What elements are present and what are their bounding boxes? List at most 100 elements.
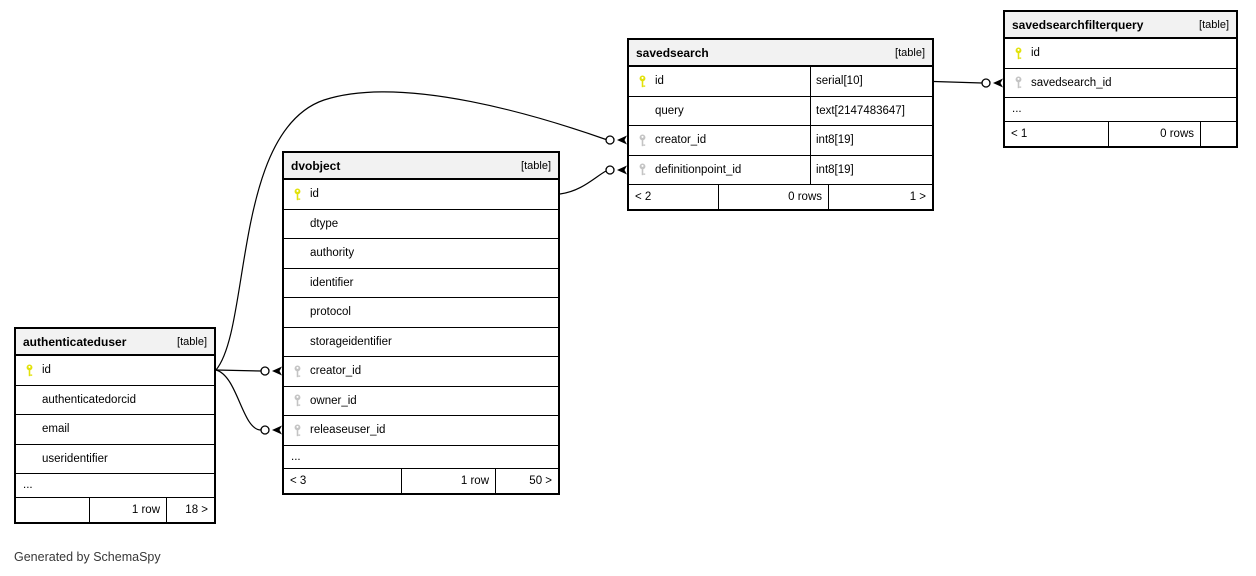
foreign-key-icon: [284, 416, 310, 445]
column-row: protocol: [284, 298, 558, 328]
column-name: creator_id: [655, 134, 707, 147]
column-name: authenticatedorcid: [42, 393, 136, 406]
table-savedsearchfilterquery[interactable]: savedsearchfilterquery [table] id saveds…: [1003, 10, 1238, 148]
column-type: text[2147483647]: [810, 96, 932, 125]
table-badge: [table]: [521, 159, 551, 172]
key-slot: [284, 210, 310, 239]
column-row: identifier: [284, 269, 558, 298]
column-name: id: [1031, 47, 1040, 60]
column-row: releaseuser_id: [284, 416, 558, 446]
column-row: id: [284, 180, 558, 210]
column-row: storageidentifier: [284, 328, 558, 357]
more-columns-ellipsis: ...: [16, 474, 214, 498]
row-count: 0 rows: [718, 185, 828, 209]
column-type: int8[19]: [810, 126, 932, 155]
primary-key-icon: [16, 356, 42, 385]
footer-right: [1200, 121, 1236, 146]
foreign-key-icon: [284, 387, 310, 416]
key-slot: [284, 328, 310, 357]
column-name: useridentifier: [42, 452, 108, 465]
table-badge: [table]: [895, 46, 925, 59]
column-row: email: [16, 415, 214, 445]
foreign-key-icon: [629, 156, 655, 185]
column-name: authority: [310, 247, 355, 260]
table-header: dvobject [table]: [284, 153, 558, 180]
column-type: serial[10]: [810, 67, 932, 96]
footer-left: < 2: [635, 191, 652, 203]
table-name[interactable]: dvobject: [291, 158, 341, 173]
foreign-key-icon: [1005, 69, 1031, 98]
relationship-dvobject-savedsearch-definitionpoint: [559, 165, 627, 195]
primary-key-icon: [629, 67, 655, 96]
table-dvobject[interactable]: dvobject [table] id dtype authority iden…: [282, 151, 560, 495]
more-columns-ellipsis: ...: [1005, 98, 1236, 122]
column-row: definitionpoint_id int8[19]: [629, 155, 932, 185]
column-name: email: [42, 423, 70, 436]
table-name[interactable]: savedsearchfilterquery: [1012, 17, 1144, 32]
column-name: storageidentifier: [310, 335, 392, 348]
column-row: savedsearch_id: [1005, 69, 1236, 98]
primary-key-icon: [1005, 39, 1031, 68]
table-badge: [table]: [1199, 18, 1229, 31]
column-row: authenticatedorcid: [16, 386, 214, 415]
row-count: 1 row: [89, 497, 166, 522]
table-badge: [table]: [177, 335, 207, 348]
column-name: id: [42, 364, 51, 377]
footer-left: < 3: [290, 475, 307, 487]
column-name: creator_id: [310, 365, 362, 378]
relationship-authenticateduser-dvobject-releaseuser: [215, 369, 282, 435]
footer-right: 50 >: [495, 469, 558, 493]
footer-right: 1 >: [828, 185, 932, 209]
column-row: useridentifier: [16, 445, 214, 474]
column-row: owner_id: [284, 387, 558, 416]
row-count: 1 row: [401, 469, 495, 493]
column-name: id: [655, 75, 664, 88]
table-savedsearch[interactable]: savedsearch [table] id serial[10] query …: [627, 38, 934, 211]
key-slot: [629, 97, 655, 126]
column-row: dtype: [284, 210, 558, 239]
column-name: id: [310, 188, 319, 201]
key-slot: [284, 269, 310, 298]
column-row: id: [16, 356, 214, 386]
table-footer: < 3 1 row 50 >: [284, 469, 558, 493]
table-authenticateduser[interactable]: authenticateduser [table] id authenticat…: [14, 327, 216, 524]
column-row: id serial[10]: [629, 67, 932, 97]
relationship-authenticateduser-savedsearch-creator: [215, 91, 627, 371]
table-header: savedsearch [table]: [629, 40, 932, 67]
key-slot: [16, 445, 42, 474]
relationship-authenticateduser-dvobject-creator: [215, 366, 282, 376]
column-row: authority: [284, 239, 558, 269]
column-name: identifier: [310, 276, 354, 289]
foreign-key-icon: [284, 357, 310, 386]
relationship-savedsearch-savedsearchfilterquery: [933, 78, 1003, 88]
column-row: creator_id int8[19]: [629, 126, 932, 156]
table-header: savedsearchfilterquery [table]: [1005, 12, 1236, 39]
column-name: protocol: [310, 306, 351, 319]
table-footer: < 1 0 rows: [1005, 121, 1236, 146]
column-name: releaseuser_id: [310, 424, 386, 437]
more-columns-ellipsis: ...: [284, 446, 558, 469]
column-row: id: [1005, 39, 1236, 69]
table-header: authenticateduser [table]: [16, 329, 214, 356]
column-row: query text[2147483647]: [629, 96, 932, 126]
column-name: definitionpoint_id: [655, 163, 742, 176]
table-name[interactable]: authenticateduser: [23, 334, 127, 349]
table-footer: < 2 0 rows 1 >: [629, 185, 932, 209]
key-slot: [284, 298, 310, 327]
key-slot: [284, 239, 310, 268]
column-type: int8[19]: [810, 155, 932, 184]
foreign-key-icon: [629, 126, 655, 155]
primary-key-icon: [284, 180, 310, 209]
column-row: creator_id: [284, 357, 558, 387]
row-count: 0 rows: [1108, 121, 1200, 146]
footer-left: [16, 498, 89, 522]
column-name: query: [655, 104, 684, 117]
footer-right: 18 >: [166, 497, 214, 522]
key-slot: [16, 386, 42, 415]
table-footer: 1 row 18 >: [16, 497, 214, 522]
table-name[interactable]: savedsearch: [636, 45, 709, 60]
generator-caption: Generated by SchemaSpy: [14, 550, 161, 564]
column-name: owner_id: [310, 394, 357, 407]
